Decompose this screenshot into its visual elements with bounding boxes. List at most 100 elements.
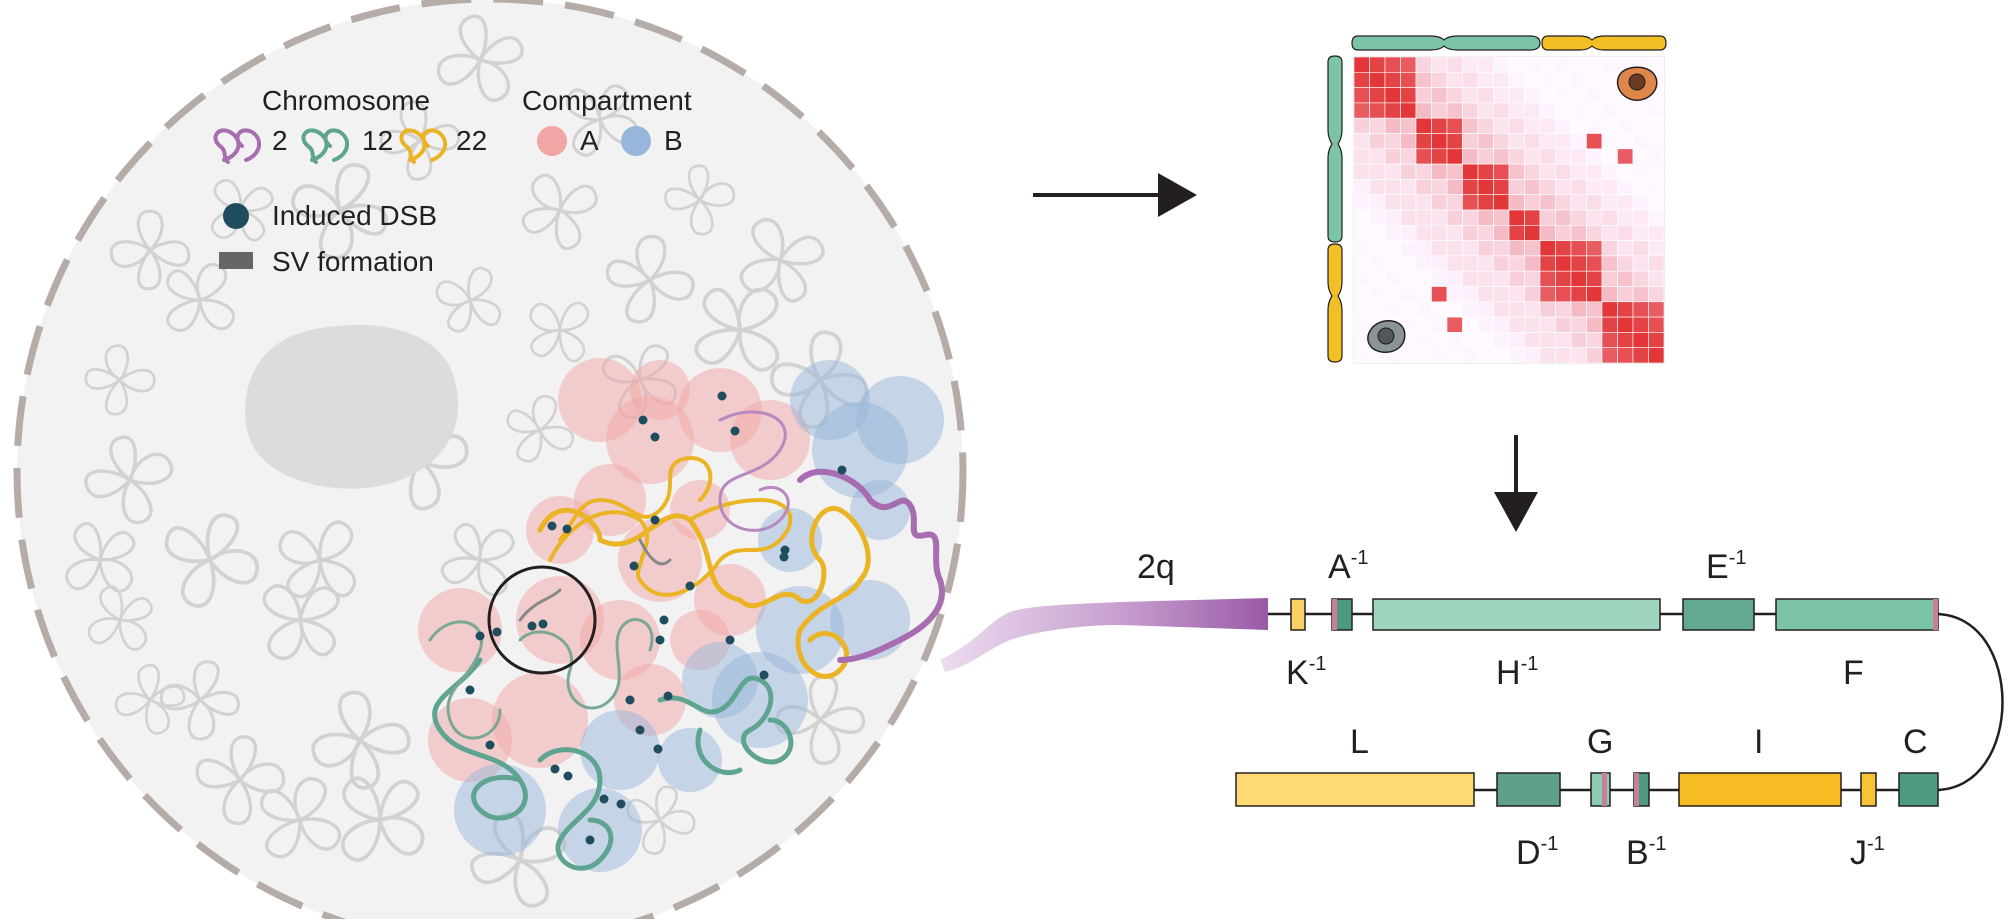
heatmap-cell <box>1524 194 1541 211</box>
heatmap-cell <box>1415 117 1432 134</box>
heatmap-cell <box>1446 56 1463 73</box>
heatmap-cell <box>1648 163 1665 180</box>
heatmap-cell <box>1400 72 1417 88</box>
heatmap-cell <box>1508 133 1525 150</box>
label-f: F <box>1843 654 1864 692</box>
heatmap-cell <box>1601 163 1618 180</box>
heatmap-cell <box>1477 56 1494 73</box>
heatmap-cell <box>1384 133 1401 150</box>
heatmap-cell <box>1462 301 1479 318</box>
chromatin-loop <box>114 664 186 735</box>
heatmap-cell <box>1617 117 1634 134</box>
heatmap-cell <box>1415 163 1432 180</box>
heatmap-cell <box>1570 301 1587 318</box>
heatmap-cell <box>1415 301 1432 318</box>
heatmap-cell <box>1446 255 1463 272</box>
chr2-fibre <box>797 468 945 663</box>
legend-chromosome-title: Chromosome <box>262 85 430 116</box>
heatmap-cell <box>1508 56 1525 73</box>
heatmap-cell <box>1601 102 1618 119</box>
chromatin-loop <box>262 584 340 660</box>
heatmap-cell <box>1477 102 1494 119</box>
heatmap-cell <box>1570 194 1587 211</box>
chromatin-loop <box>278 520 357 599</box>
dsb-dot <box>638 415 648 425</box>
dsb-dot <box>759 670 769 680</box>
heatmap-cell <box>1539 194 1556 211</box>
dsb-dots <box>465 391 847 845</box>
heatmap-cell <box>1570 225 1587 241</box>
heatmap-cell <box>1369 286 1386 303</box>
heatmap-cell <box>1415 240 1432 257</box>
dsb-dot <box>485 740 495 750</box>
heatmap-cell <box>1446 301 1463 318</box>
heatmap-cell <box>1369 87 1386 104</box>
chromatin-loop <box>440 523 515 597</box>
heatmap-cell <box>1586 209 1603 226</box>
label-a: A-1 <box>1328 547 1368 586</box>
compartment-blob <box>790 360 870 440</box>
dsb-dot <box>650 515 660 525</box>
heatmap-cell <box>1617 286 1634 303</box>
heatmap-cell <box>1477 286 1494 303</box>
label-e: E-1 <box>1706 547 1746 586</box>
chromatin-loop <box>84 435 174 524</box>
heatmap-cell <box>1539 179 1556 195</box>
segment-e <box>1682 598 1755 631</box>
heatmap-cell <box>1632 117 1649 134</box>
heatmap-cell <box>1601 301 1618 318</box>
heatmap-cell <box>1353 87 1370 104</box>
heatmap-top-bar-chr22 <box>1541 35 1667 51</box>
heatmap-cell <box>1431 163 1448 180</box>
heatmap-cell <box>1632 133 1649 150</box>
dsb-dot <box>650 432 660 442</box>
compartment-blob <box>492 672 588 768</box>
heatmap-cell <box>1601 87 1618 104</box>
heatmap-cell <box>1477 117 1494 134</box>
dsb-dot <box>492 627 502 637</box>
heatmap-cell <box>1446 117 1463 134</box>
heatmap-cell <box>1524 133 1541 150</box>
heatmap-cell <box>1462 270 1479 287</box>
heatmap-cell <box>1508 209 1525 226</box>
heatmap-cell <box>1493 255 1510 272</box>
heatmap-cell <box>1400 286 1417 303</box>
segment-d <box>1496 772 1561 807</box>
chromatin-loop <box>739 217 825 303</box>
heatmap-cell <box>1415 72 1432 88</box>
heatmap-cell <box>1524 56 1541 73</box>
heatmap-cell <box>1524 270 1541 287</box>
heatmap-cell <box>1524 347 1541 364</box>
segment-c <box>1898 772 1939 807</box>
heatmap-cell <box>1415 87 1432 104</box>
chromatin-loop <box>84 344 156 416</box>
heatmap-cell <box>1539 72 1556 88</box>
heatmap-cell <box>1353 209 1370 226</box>
heatmap-cell <box>1524 163 1541 180</box>
segment-h <box>1372 598 1661 631</box>
segment-i <box>1678 772 1842 807</box>
heatmap-cell <box>1601 56 1618 73</box>
heatmap-cell <box>1353 316 1370 333</box>
heatmap-cell <box>1601 347 1618 364</box>
heatmap-cell <box>1415 102 1432 119</box>
heatmap-cell <box>1431 286 1448 303</box>
heatmap-cell <box>1539 209 1556 226</box>
heatmap-cell <box>1632 102 1649 119</box>
compartment-blob <box>830 580 910 660</box>
heatmap-cell <box>1384 286 1401 303</box>
heatmap-cell <box>1353 347 1370 364</box>
heatmap-cell <box>1632 179 1649 195</box>
heatmap-cell <box>1431 225 1448 241</box>
heatmap-cell <box>1400 102 1417 119</box>
heatmap-cell <box>1632 163 1649 180</box>
heatmap-cell <box>1617 163 1634 180</box>
heatmap-cell <box>1400 347 1417 364</box>
heatmap-cell <box>1586 117 1603 134</box>
dsb-dot <box>635 725 645 735</box>
heatmap-cell <box>1539 56 1556 73</box>
sv-segment <box>518 538 672 622</box>
compartment-blob <box>580 710 660 790</box>
heatmap-cell <box>1539 316 1556 333</box>
heatmap-cell <box>1601 255 1618 272</box>
